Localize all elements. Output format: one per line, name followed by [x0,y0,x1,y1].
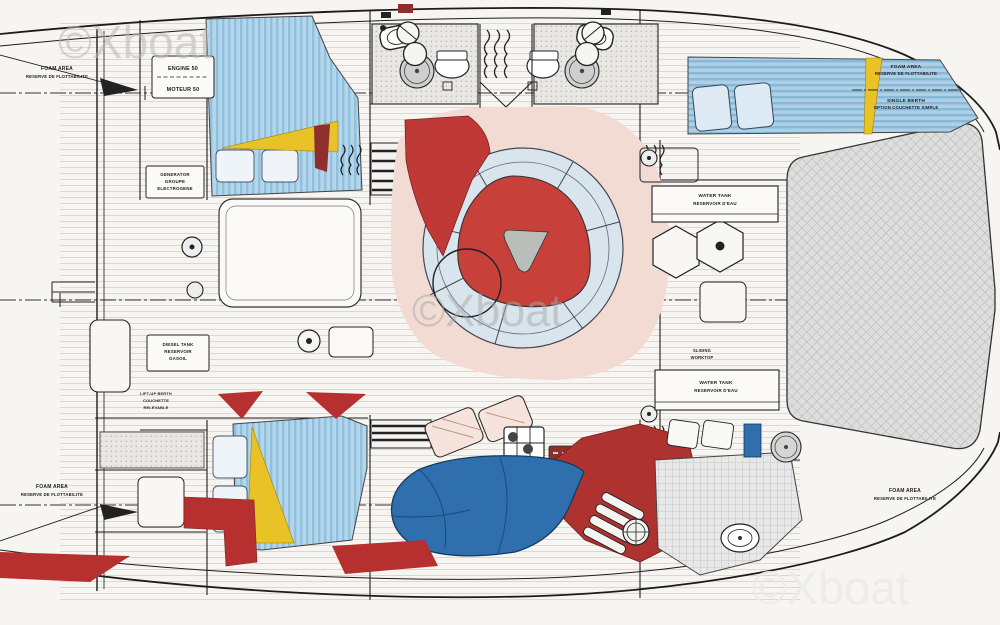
water-tank-fwd: WATER TANK RESERVOIR D'EAU [651,185,779,223]
svg-text:DIESEL TANK: DIESEL TANK [162,342,194,347]
pillow [733,82,775,130]
slat-cushions [583,492,645,555]
svg-text:LIFT-UP BERTH: LIFT-UP BERTH [140,391,172,396]
nav-station [181,198,374,358]
companionway-steps [479,24,533,108]
svg-text:RESERVE DE FLOTTABILITE: RESERVE DE FLOTTABILITE [875,71,937,76]
svg-text:SINGLE BERTH: SINGLE BERTH [887,98,925,104]
svg-text:RESERVE DE FLOTTABILITE: RESERVE DE FLOTTABILITE [26,74,88,79]
transom-steps [51,281,131,393]
watermark-bottom-right: ©Xboat [752,561,909,614]
generator-box: GENERATOR GROUPE ELECTROGENE [145,165,205,199]
foredeck-antiskid [786,122,996,450]
yellow-cushion [246,426,295,544]
stern-fittings [100,78,138,520]
table-inset [503,229,549,273]
pillow [261,149,299,183]
red-cushion [218,391,263,419]
watermark-top-left: ©Xboat [58,16,212,68]
starboard-aft-cabin [622,419,803,576]
blue-locker [743,423,762,458]
svg-text:OPTION COUCHETTE SIMPLE: OPTION COUCHETTE SIMPLE [874,105,939,110]
svg-text:GENERATOR: GENERATOR [160,172,190,177]
deck-hatches [380,4,611,67]
port-fwd-berth [99,391,368,567]
worktop-label: SLIDING WORKTOP [691,348,714,360]
bow-cabin-label: FOAM AREA [891,64,922,70]
svg-text:GROUPE: GROUPE [165,179,185,184]
foam-area-labels: FOAM AREA RESERVE DE FLOTTABILITE FOAM A… [21,66,936,501]
pillow [215,149,255,183]
svg-text:COUCHETTE: COUCHETTE [143,398,169,403]
svg-text:RELEVABLE: RELEVABLE [143,405,168,410]
red-cushion [314,124,330,172]
pillow [666,419,700,449]
pillow [212,435,248,479]
pillow [700,419,735,450]
salon [320,106,670,380]
red-corner-cushion [0,552,130,582]
watermarks: ©Xboat ©Xboat ©Xboat [58,16,909,614]
svg-text:RESERVE DE FLOTTABILITE: RESERVE DE FLOTTABILITE [21,492,83,497]
svg-text:FOAM AREA: FOAM AREA [889,488,921,494]
svg-text:WATER TANK: WATER TANK [698,193,732,199]
svg-text:WATER TANK: WATER TANK [699,380,733,386]
pillow [691,84,733,132]
svg-text:RESERVOIR D'EAU: RESERVOIR D'EAU [694,388,738,393]
bow-double-berth: FOAM AREA RESERVE DE FLOTTABILITE SINGLE… [687,56,979,135]
stool-circle [432,248,502,318]
svg-text:GASOIL: GASOIL [169,356,187,361]
red-cushion [332,540,438,574]
svg-text:MOTEUR 50: MOTEUR 50 [167,87,200,93]
svg-text:WORKTOP: WORKTOP [691,355,714,360]
liftup-berth-label: LIFT-UP BERTH COUCHETTE RELEVABLE [140,391,172,410]
water-tank-aft: WATER TANK RESERVOIR D'EAU [654,369,780,411]
port-aft-berth [205,15,363,197]
galley [639,147,747,423]
red-lounge-cushion [404,115,491,257]
svg-text:ELECTROGENE: ELECTROGENE [157,186,193,191]
svg-text:FOAM AREA: FOAM AREA [41,66,73,72]
svg-text:RESERVE DE FLOTTABILITE: RESERVE DE FLOTTABILITE [874,496,936,501]
engine-box: ENGINE 50 MOTEUR 50 [151,55,215,99]
diesel-tank-box: DIESEL TANK RESERVOIR GASOIL [146,334,210,372]
yellow-cushion [221,120,339,153]
svg-text:RESERVOIR: RESERVOIR [164,349,192,354]
svg-text:FOAM AREA: FOAM AREA [36,484,68,490]
red-cushion [306,392,366,419]
red-cushion [183,496,258,567]
head-port [371,23,479,105]
yellow-cushion [863,57,883,135]
svg-text:ENGINE 50: ENGINE 50 [168,66,198,72]
watermark-center: ©Xboat [412,285,563,336]
svg-text:SLIDING: SLIDING [693,348,711,353]
svg-text:RESERVOIR D'EAU: RESERVOIR D'EAU [693,201,737,206]
